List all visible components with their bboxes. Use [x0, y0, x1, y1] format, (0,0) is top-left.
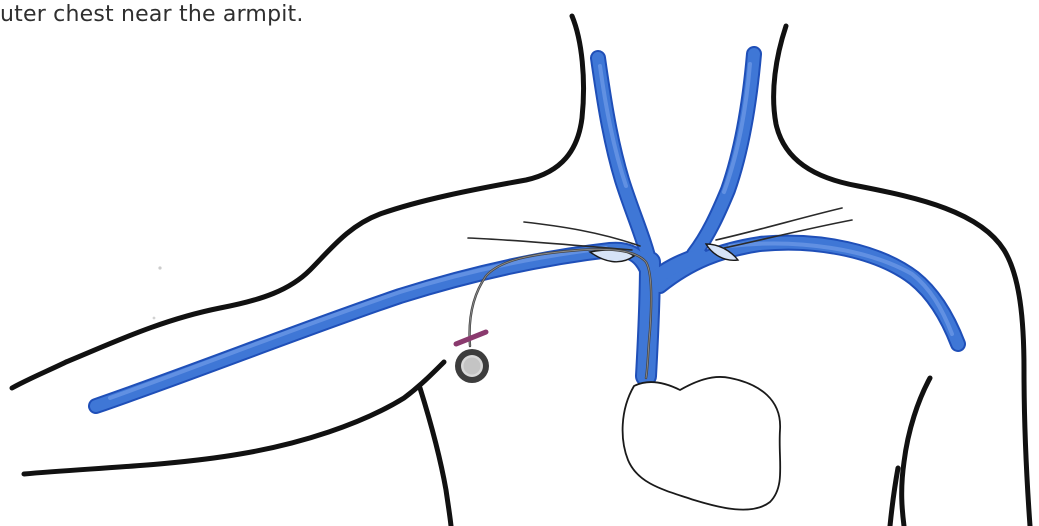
right-torso-outline: [902, 378, 930, 526]
implanted-port-icon: [455, 349, 489, 383]
left-torso-outline: [420, 388, 451, 526]
right-torso-outline-2: [890, 468, 898, 526]
vein-system: [96, 54, 958, 406]
heart: [623, 377, 781, 510]
sketch-dot: [158, 266, 161, 269]
left-underarm-outline: [24, 362, 444, 474]
catheter: [470, 249, 652, 378]
sketch-dot: [153, 317, 156, 320]
catheter-line: [470, 249, 652, 378]
incision-mark-icon: [456, 332, 486, 344]
